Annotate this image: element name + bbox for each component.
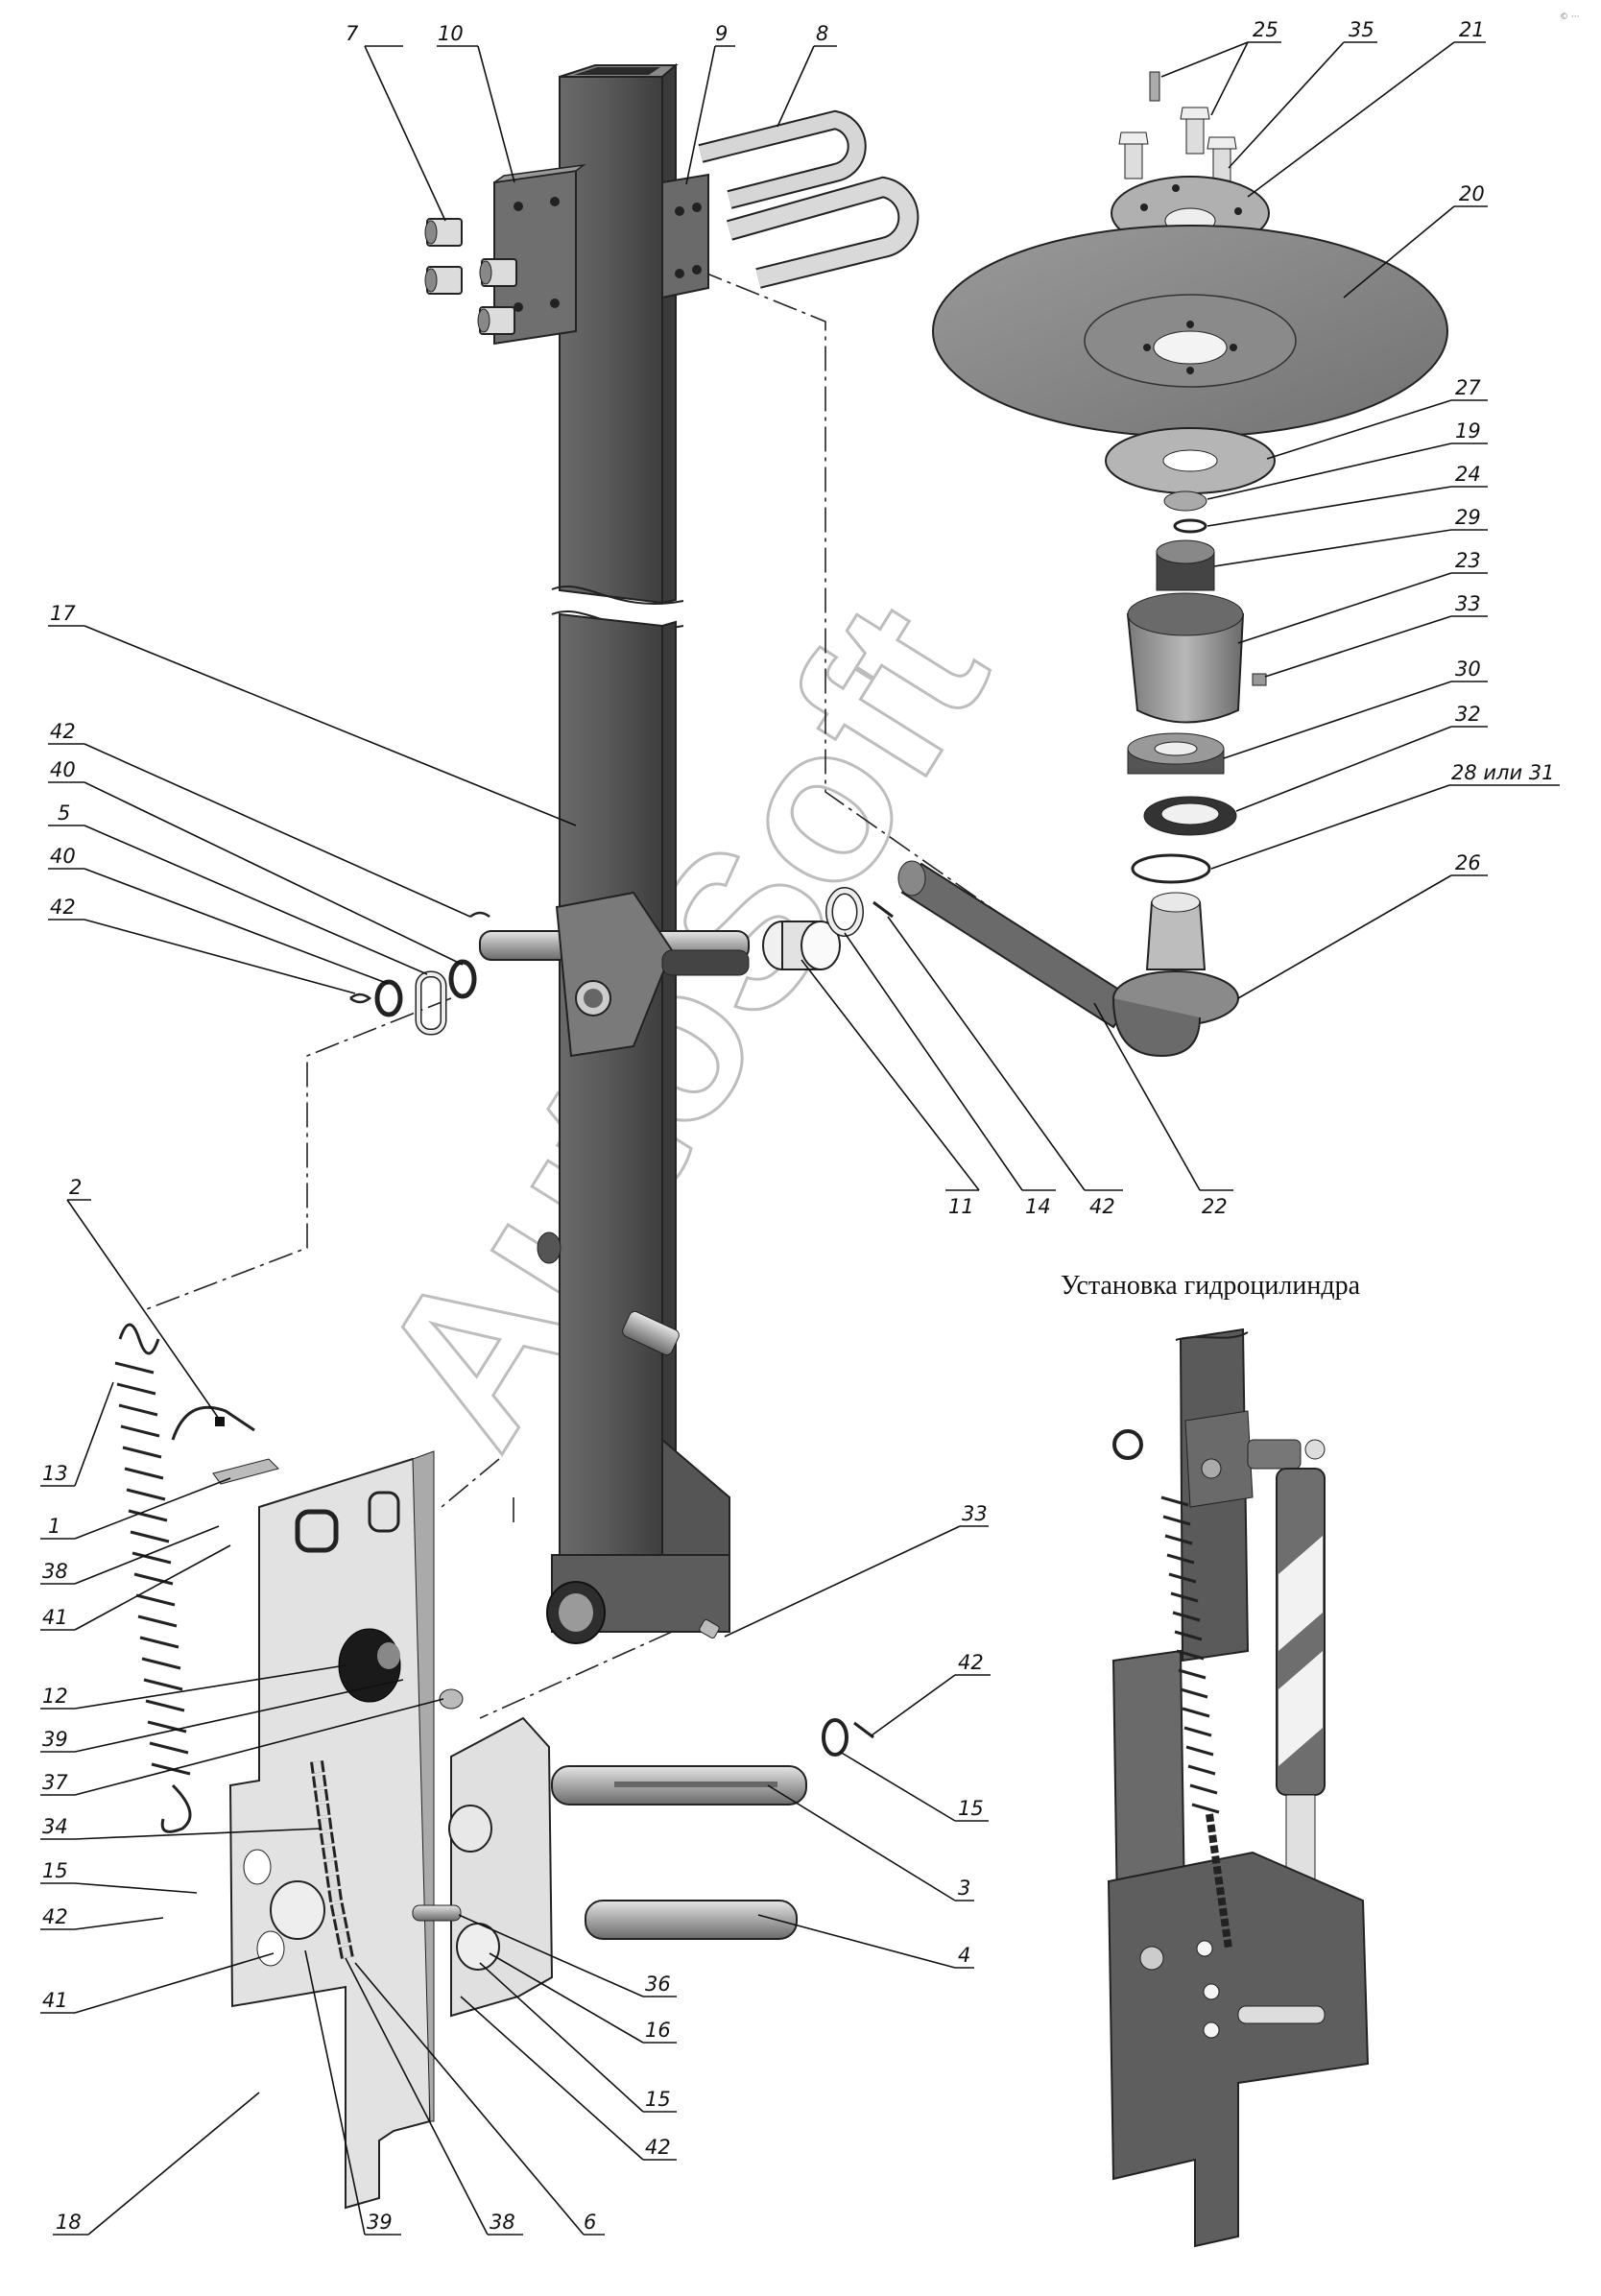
callout-37: 37 (42, 1771, 68, 1794)
callout-16: 16 (645, 2019, 671, 2042)
callout-42-d: 42 (42, 1905, 68, 1928)
callout-42-c: 42 (1089, 1195, 1115, 1218)
callout-3: 3 (958, 1877, 970, 1900)
callout-29: 29 (1455, 506, 1481, 529)
assembly-axis-lines (143, 239, 1018, 1719)
disc-assembly (897, 71, 1448, 1058)
callout-15-b: 15 (958, 1797, 984, 1820)
callout-6: 6 (584, 2211, 596, 2234)
callout-18: 18 (56, 2211, 82, 2234)
callout-38-b: 38 (490, 2211, 515, 2234)
callout-13: 13 (42, 1462, 68, 1485)
clamp-assembly-top (424, 109, 920, 346)
corner-mark: © ··· (1560, 12, 1579, 22)
callout-5: 5 (58, 801, 70, 825)
callout-14: 14 (1025, 1195, 1051, 1218)
callout-20: 20 (1459, 182, 1485, 205)
callout-27: 27 (1455, 376, 1481, 399)
callout-10: 10 (438, 22, 464, 45)
callout-42-a: 42 (50, 720, 76, 743)
callout-28-or-31: 28 или 31 (1451, 761, 1555, 784)
callout-41-a: 41 (42, 1606, 68, 1629)
callout-41-b: 41 (42, 1989, 68, 2012)
lower-plate-assembly-18 (114, 1323, 874, 2210)
callout-42-e: 42 (958, 1651, 984, 1674)
callout-23: 23 (1455, 549, 1481, 572)
middle-pivot-assembly (349, 887, 894, 1058)
callout-4: 4 (958, 1944, 970, 1967)
callout-12: 12 (42, 1685, 68, 1708)
callout-33-lower: 33 (962, 1502, 988, 1525)
callout-15-a: 15 (42, 1859, 68, 1882)
callout-40-b: 40 (50, 845, 76, 868)
callout-36: 36 (645, 1973, 671, 1996)
callout-25: 25 (1253, 18, 1278, 41)
callout-22: 22 (1202, 1195, 1228, 1218)
callout-40-a: 40 (50, 758, 76, 781)
callout-17: 17 (50, 602, 76, 625)
callout-33-upper: 33 (1455, 592, 1481, 615)
callout-9: 9 (715, 22, 728, 45)
callout-2: 2 (69, 1176, 82, 1199)
callout-35: 35 (1349, 18, 1374, 41)
callout-34: 34 (42, 1815, 68, 1838)
callout-8: 8 (816, 22, 828, 45)
callouts: 7 10 9 8 25 35 21 20 27 19 24 29 (40, 18, 1560, 2236)
callout-21: 21 (1459, 18, 1485, 41)
callout-30: 30 (1455, 658, 1481, 681)
callout-42-f: 42 (645, 2136, 671, 2159)
callout-39-a: 39 (42, 1728, 68, 1751)
u-bolt-8 (698, 109, 920, 289)
callout-24: 24 (1455, 463, 1481, 486)
watermark-text: AutoSoft (330, 563, 1033, 1484)
callout-38-a: 38 (42, 1560, 68, 1583)
main-post-17 (537, 62, 730, 1644)
callout-39-b: 39 (367, 2211, 393, 2234)
inset-hydraulic-cylinder: Установка гидроцилиндра (1061, 1271, 1370, 2248)
callout-7: 7 (346, 22, 359, 45)
callout-19: 19 (1455, 419, 1481, 442)
callout-26: 26 (1455, 851, 1481, 874)
callout-1: 1 (48, 1515, 60, 1538)
inset-title: Установка гидроцилиндра (1061, 1271, 1361, 1301)
callout-11: 11 (948, 1195, 974, 1218)
callout-42-b: 42 (50, 896, 76, 919)
nuts-7 (424, 218, 517, 335)
callout-15-c: 15 (645, 2088, 671, 2111)
callout-32: 32 (1455, 703, 1481, 726)
